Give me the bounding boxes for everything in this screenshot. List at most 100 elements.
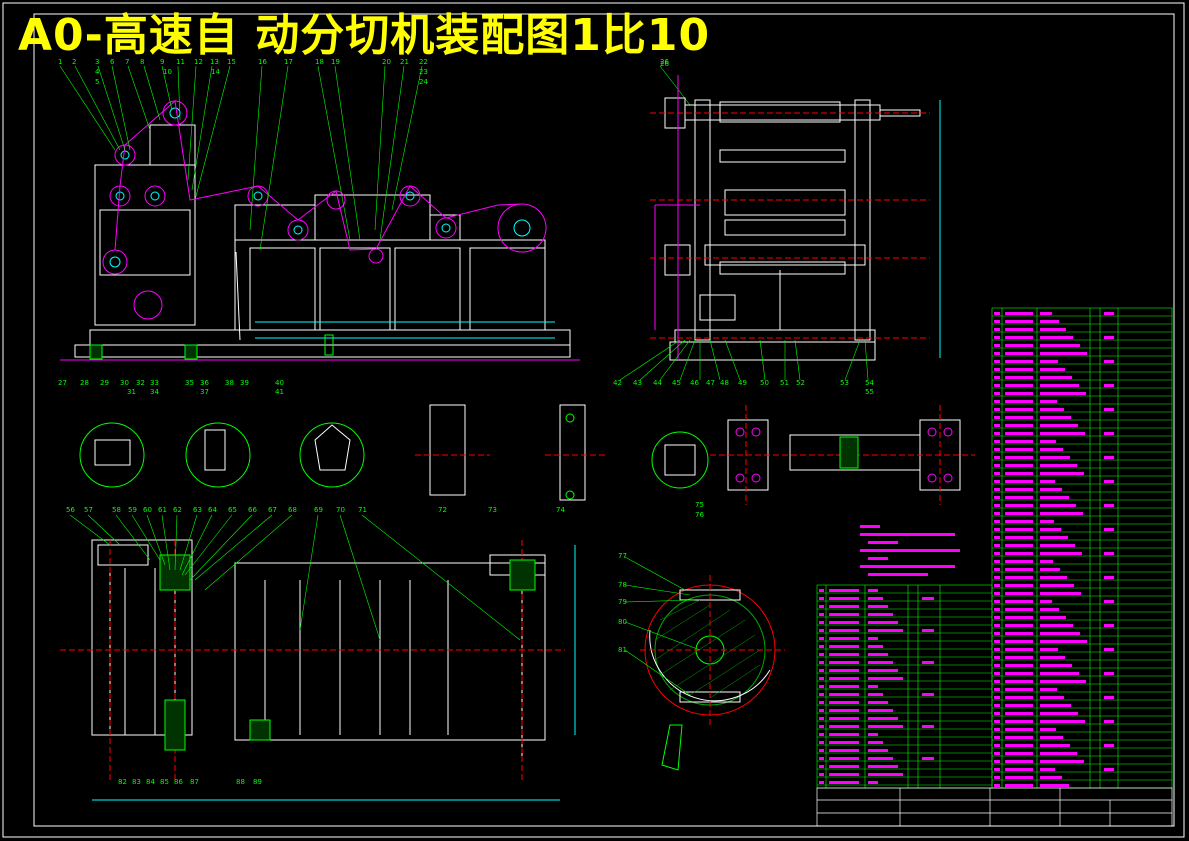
balloon-58: 58 — [112, 506, 121, 514]
table-cell-text — [994, 632, 1000, 635]
table-cell-text — [922, 597, 934, 600]
table-cell-text — [1005, 488, 1033, 491]
table-cell-text — [1005, 736, 1033, 739]
table-cell-text — [868, 701, 888, 704]
balloon-79: 79 — [618, 598, 627, 606]
table-cell-text — [829, 749, 859, 752]
table-cell-text — [868, 781, 878, 784]
table-cell-text — [868, 677, 903, 680]
table-cell-text — [1005, 520, 1033, 523]
balloon-82: 82 — [118, 778, 127, 786]
table-cell-text — [1005, 456, 1033, 459]
table-cell-text — [1005, 648, 1033, 651]
table-cell-text — [1040, 528, 1061, 531]
table-cell-text — [1005, 416, 1033, 419]
table-cell-text — [1005, 440, 1033, 443]
table-cell-text — [994, 472, 1000, 475]
table-cell-text — [1104, 408, 1114, 411]
table-cell-text — [994, 664, 1000, 667]
table-cell-text — [829, 661, 859, 664]
table-cell-text — [819, 637, 824, 640]
table-cell-text — [1104, 384, 1114, 387]
table-cell-text — [994, 584, 1000, 587]
table-cell-text — [1040, 448, 1063, 451]
balloon-60: 60 — [143, 506, 152, 514]
table-cell-text — [829, 709, 859, 712]
table-cell-text — [1040, 392, 1086, 395]
table-cell-text — [868, 773, 903, 776]
balloon-44: 44 — [653, 379, 662, 387]
table-cell-text — [829, 613, 859, 616]
table-cell-text — [868, 669, 898, 672]
table-cell-text — [1104, 720, 1114, 723]
table-cell-text — [922, 725, 934, 728]
table-cell-text — [868, 685, 878, 688]
balloon-51: 51 — [780, 379, 789, 387]
table-cell-text — [829, 781, 859, 784]
table-cell-text — [994, 360, 1000, 363]
balloon-25: 26 — [660, 58, 669, 66]
balloon-66: 66 — [248, 506, 257, 514]
table-cell-text — [1104, 360, 1114, 363]
section-leaders — [624, 556, 701, 696]
table-cell-text — [1005, 784, 1033, 787]
table-cell-text — [1005, 528, 1033, 531]
table-cell-text — [922, 661, 934, 664]
table-cell-text — [1005, 704, 1033, 707]
table-cell-text — [1005, 664, 1033, 667]
balloon-7: 7 — [125, 58, 129, 66]
table-cell-text — [829, 677, 859, 680]
table-cell-text — [1005, 464, 1033, 467]
table-cell-text — [1005, 448, 1033, 451]
table-cell-text — [1005, 680, 1033, 683]
table-cell-text — [1040, 472, 1084, 475]
table-cell-text — [1005, 656, 1033, 659]
table-cell-text — [829, 629, 859, 632]
balloon-22: 22 — [419, 58, 428, 66]
table-cell-text — [1040, 672, 1079, 675]
table-cell-text — [819, 717, 824, 720]
balloon-47: 47 — [706, 379, 715, 387]
balloon-71: 71 — [358, 506, 367, 514]
table-cell-text — [819, 645, 824, 648]
table-cell-text — [1040, 504, 1076, 507]
table-cell-text — [1040, 752, 1077, 755]
table-cell-text — [1040, 520, 1054, 523]
table-cell-text — [994, 776, 1000, 779]
balloon-8: 8 — [140, 58, 144, 66]
table-cell-text — [1040, 680, 1086, 683]
table-cell-text — [819, 709, 824, 712]
table-cell-text — [1005, 624, 1033, 627]
table-cell-text — [1005, 496, 1033, 499]
balloon-38: 38 — [225, 379, 234, 387]
parts-list-right — [991, 307, 1173, 789]
balloon-68: 68 — [288, 506, 297, 514]
table-cell-text — [819, 613, 824, 616]
balloon-41: 41 — [275, 388, 284, 396]
table-cell-text — [1005, 336, 1033, 339]
table-cell-text — [1040, 536, 1068, 539]
table-cell-text — [1104, 624, 1114, 627]
balloon-3: 3 — [95, 58, 99, 66]
table-cell-text — [1040, 456, 1070, 459]
table-cell-text — [922, 693, 934, 696]
table-cell-text — [1005, 360, 1033, 363]
table-cell-text — [1005, 512, 1033, 515]
table-cell-text — [1040, 544, 1075, 547]
table-cell-text — [868, 725, 903, 728]
table-cell-text — [994, 312, 1000, 315]
table-cell-text — [1040, 608, 1059, 611]
balloon-77: 77 — [618, 552, 627, 560]
title-block — [816, 787, 1173, 827]
table-cell-text — [1104, 456, 1114, 459]
table-cell-text — [922, 757, 934, 760]
balloon-42: 42 — [613, 379, 622, 387]
table-cell-text — [994, 480, 1000, 483]
balloon-4: 4 — [95, 68, 100, 76]
balloon-54: 54 — [865, 379, 874, 387]
table-cell-text — [994, 376, 1000, 379]
table-cell-text — [1040, 336, 1073, 339]
table-cell-text — [829, 693, 859, 696]
table-cell-text — [994, 456, 1000, 459]
